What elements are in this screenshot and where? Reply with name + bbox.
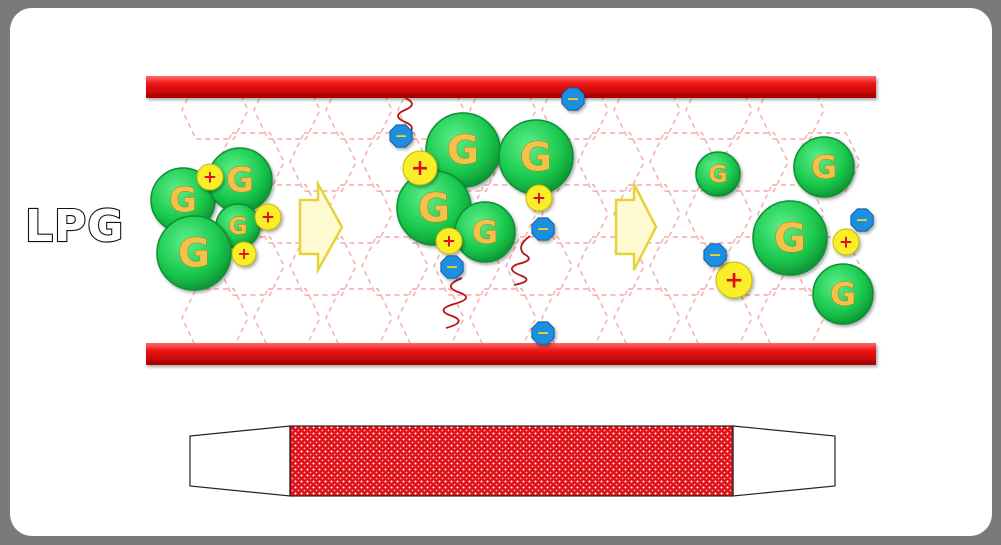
positive-ion-sign: + bbox=[532, 187, 546, 207]
negative-ion-sign: − bbox=[394, 127, 407, 145]
negative-ion-sign: − bbox=[445, 258, 458, 276]
positive-ion-sign: + bbox=[839, 231, 853, 251]
negative-ion: − bbox=[441, 256, 463, 278]
positive-ion-sign: + bbox=[237, 245, 250, 263]
g-particle-letter: G bbox=[709, 162, 728, 188]
negative-ion: − bbox=[390, 125, 412, 147]
g-particle-letter: G bbox=[169, 181, 197, 220]
g-particle-letter: G bbox=[520, 135, 552, 180]
g-particle: G bbox=[455, 202, 515, 262]
g-particle-letter: G bbox=[178, 231, 210, 276]
negative-ion-sign: − bbox=[708, 246, 721, 264]
g-particle-letter: G bbox=[811, 150, 837, 186]
g-particle-letter: G bbox=[447, 128, 479, 173]
positive-ion: + bbox=[197, 164, 223, 190]
positive-ion: + bbox=[833, 229, 859, 255]
positive-ion-sign: + bbox=[261, 206, 275, 226]
column-device bbox=[190, 426, 835, 496]
negative-ion-sign: − bbox=[536, 220, 549, 238]
negative-ion-sign: − bbox=[566, 90, 579, 108]
positive-ion: + bbox=[526, 185, 552, 211]
positive-ion: + bbox=[403, 151, 437, 185]
positive-ion: + bbox=[716, 262, 752, 298]
column-packed-bed bbox=[290, 426, 733, 496]
negative-ion-sign: − bbox=[536, 324, 549, 342]
tube-wall-bottom bbox=[146, 343, 876, 365]
positive-ion: + bbox=[255, 204, 281, 230]
g-particle-letter: G bbox=[830, 277, 856, 313]
g-particle-letter: G bbox=[472, 215, 498, 251]
column-left-cap bbox=[190, 426, 290, 496]
g-particle-letter: G bbox=[774, 216, 806, 261]
column-right-cap bbox=[733, 426, 835, 496]
g-particle-letter: G bbox=[226, 161, 254, 200]
g-particle: G bbox=[753, 201, 827, 275]
negative-ion: − bbox=[532, 322, 554, 344]
negative-ion: − bbox=[851, 209, 873, 231]
g-particle: G bbox=[813, 264, 873, 324]
negative-ion: − bbox=[704, 244, 726, 266]
tube-wall-top bbox=[146, 76, 876, 98]
negative-ion: − bbox=[532, 218, 554, 240]
g-particle: G bbox=[794, 137, 854, 197]
positive-ion-sign: + bbox=[724, 266, 744, 294]
positive-ion: + bbox=[436, 228, 462, 254]
g-particle-letter: G bbox=[229, 214, 248, 240]
positive-ion-sign: + bbox=[442, 230, 456, 250]
g-particle: G bbox=[499, 120, 573, 194]
positive-ion: + bbox=[232, 242, 256, 266]
g-particle: G bbox=[157, 216, 231, 290]
negative-ion-sign: − bbox=[855, 211, 868, 229]
negative-ion: − bbox=[562, 88, 584, 110]
positive-ion-sign: + bbox=[411, 155, 430, 181]
lpg-label: LPG bbox=[25, 201, 124, 252]
positive-ion-sign: + bbox=[203, 166, 217, 186]
g-particle: G bbox=[696, 152, 740, 196]
g-particle-letter: G bbox=[418, 186, 450, 231]
